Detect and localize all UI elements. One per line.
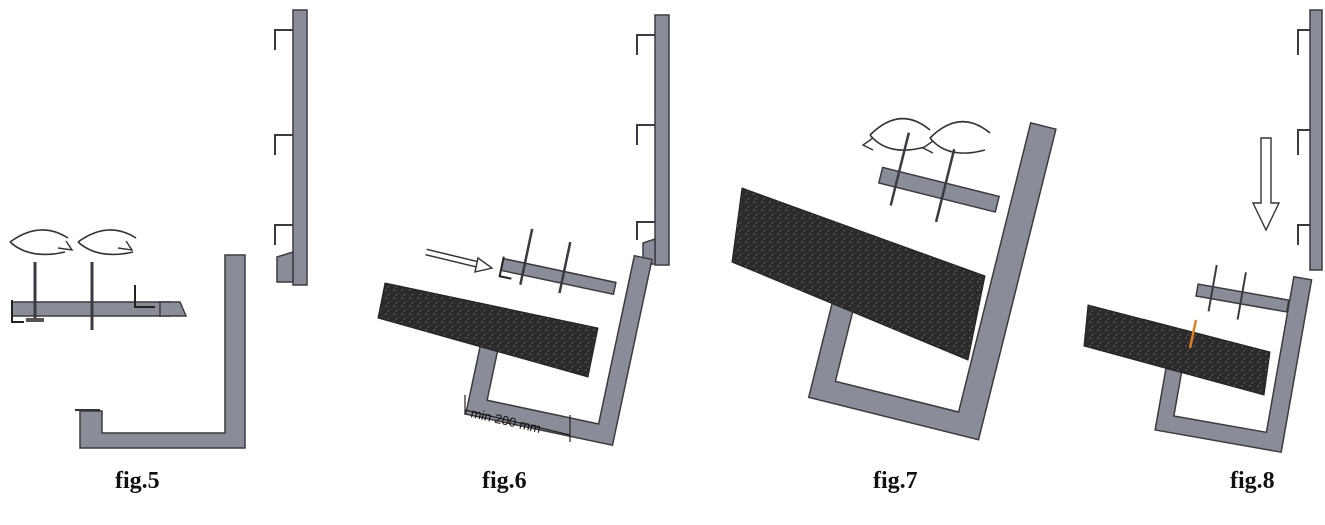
figure-caption: fig.5 (115, 468, 160, 494)
figure-8 (1083, 9, 1323, 454)
wall-rail (274, 9, 308, 286)
clamp-bar (498, 228, 617, 296)
figure-caption: fig.6 (482, 468, 527, 494)
wall-rail (636, 14, 670, 266)
down-arrow-icon (1251, 137, 1281, 232)
wall-rail (1297, 9, 1323, 271)
rotation-arrow-icon (921, 120, 991, 154)
clamp-bar (1195, 264, 1290, 320)
figure-7 (731, 117, 1057, 441)
rotation-arrow-icon (861, 117, 931, 151)
clamp-bar (877, 132, 1001, 223)
insulation-board (731, 187, 986, 361)
insulation-board (377, 282, 599, 378)
rotation-arrow-icon (77, 229, 137, 256)
insulation-board (1083, 304, 1271, 396)
rotation-arrow-icon (9, 229, 74, 256)
clamp-bar (11, 262, 188, 330)
figure-caption: fig.7 (873, 468, 918, 494)
figure-caption: fig.8 (1230, 468, 1275, 494)
figure-5 (9, 9, 308, 449)
alignment-marker (1188, 319, 1198, 349)
l-bracket (75, 254, 246, 449)
push-arrow-icon (425, 248, 494, 273)
figure-6: min 200 mm (377, 14, 670, 447)
